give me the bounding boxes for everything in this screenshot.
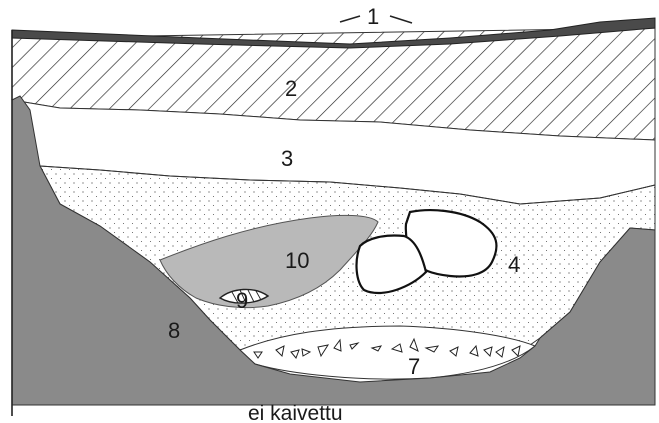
label-layer-3: 3 [281,146,293,171]
label-layer-9: 9 [236,288,248,313]
label-layer-4: 4 [508,252,520,277]
label-layer-7: 7 [408,354,420,379]
label-layer-1: 1 [367,4,379,29]
label-layer-10: 10 [285,248,309,273]
bottom-note: ei kaivettu [248,402,343,423]
label-layer-2: 2 [285,76,297,101]
label-layer-8: 8 [168,318,180,343]
